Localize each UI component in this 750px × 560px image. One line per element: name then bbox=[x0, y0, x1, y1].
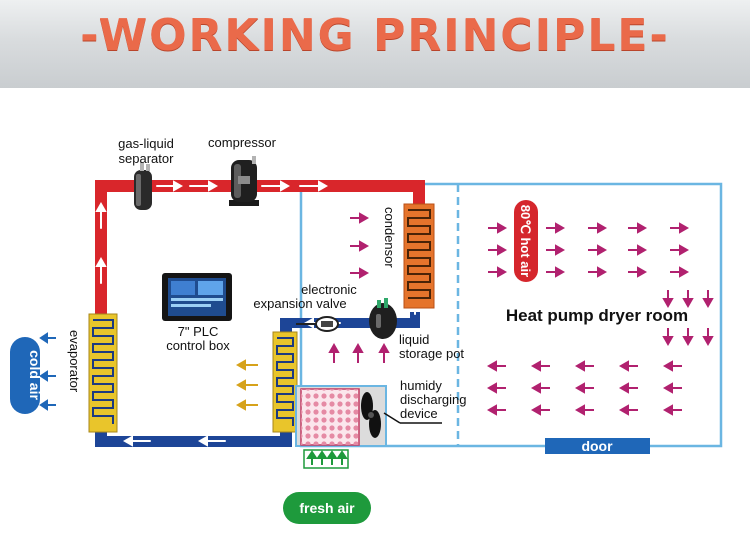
fresh-air-inlet bbox=[303, 449, 349, 469]
airflow-arrows-room-right bbox=[488, 222, 690, 278]
cold-air-label: cold air bbox=[27, 350, 43, 400]
gas-liquid-separator-icon bbox=[134, 162, 152, 210]
working-principle-diagram: door bbox=[10, 135, 723, 524]
airflow-arrows-room-left bbox=[486, 360, 682, 416]
hot-air-badge: 80℃ hot air bbox=[514, 200, 538, 282]
page-title: -WORKING PRINCIPLE- bbox=[80, 10, 670, 61]
cold-air-arrows bbox=[39, 332, 56, 411]
cold-air-badge: cold air bbox=[10, 337, 43, 414]
separator-label-1: gas-liquid bbox=[118, 136, 174, 151]
fresh-air-coil bbox=[272, 331, 298, 433]
airflow-arrows-yellow bbox=[235, 359, 258, 411]
liquid-pot-label-2: storage pot bbox=[399, 346, 464, 361]
separator-label-2: separator bbox=[119, 151, 175, 166]
compressor-icon bbox=[229, 156, 259, 206]
evaporator-label: evaporator bbox=[67, 330, 82, 393]
dryer-room-label: Heat pump dryer room bbox=[506, 306, 688, 325]
dryer-room-outline bbox=[299, 182, 723, 448]
fresh-air-badge: fresh air bbox=[283, 492, 371, 524]
door: door bbox=[545, 438, 650, 454]
liquid-storage-pot-icon bbox=[369, 298, 397, 339]
plc-control-box-icon bbox=[162, 273, 232, 321]
fresh-air-filter-icon bbox=[295, 385, 387, 447]
valve-label-2: expansion valve bbox=[253, 296, 346, 311]
hot-air-label: 80℃ hot air bbox=[518, 205, 533, 277]
plc-label-1: 7" PLC bbox=[178, 324, 219, 339]
door-label: door bbox=[581, 438, 613, 454]
compressor-label: compressor bbox=[208, 135, 277, 150]
fresh-air-label: fresh air bbox=[299, 500, 355, 516]
humidy-label-2: discharging bbox=[400, 392, 467, 407]
valve-label-1: electronic bbox=[301, 282, 357, 297]
fan-icon bbox=[361, 392, 381, 438]
humidy-label-3: device bbox=[400, 406, 438, 421]
plc-label-2: control box bbox=[166, 338, 230, 353]
hot-pipe bbox=[95, 180, 425, 406]
condensor-coil bbox=[403, 203, 435, 309]
condensor-label: condensor bbox=[382, 207, 397, 268]
airflow-arrows-room-down bbox=[662, 290, 714, 347]
humidy-label-1: humidy bbox=[400, 378, 442, 393]
expansion-valve-icon bbox=[296, 316, 339, 332]
title-banner: -WORKING PRINCIPLE- bbox=[0, 0, 750, 88]
evaporator-coil bbox=[88, 313, 118, 433]
liquid-pot-label-1: liquid bbox=[399, 332, 429, 347]
airflow-arrows-condensor bbox=[328, 212, 390, 363]
